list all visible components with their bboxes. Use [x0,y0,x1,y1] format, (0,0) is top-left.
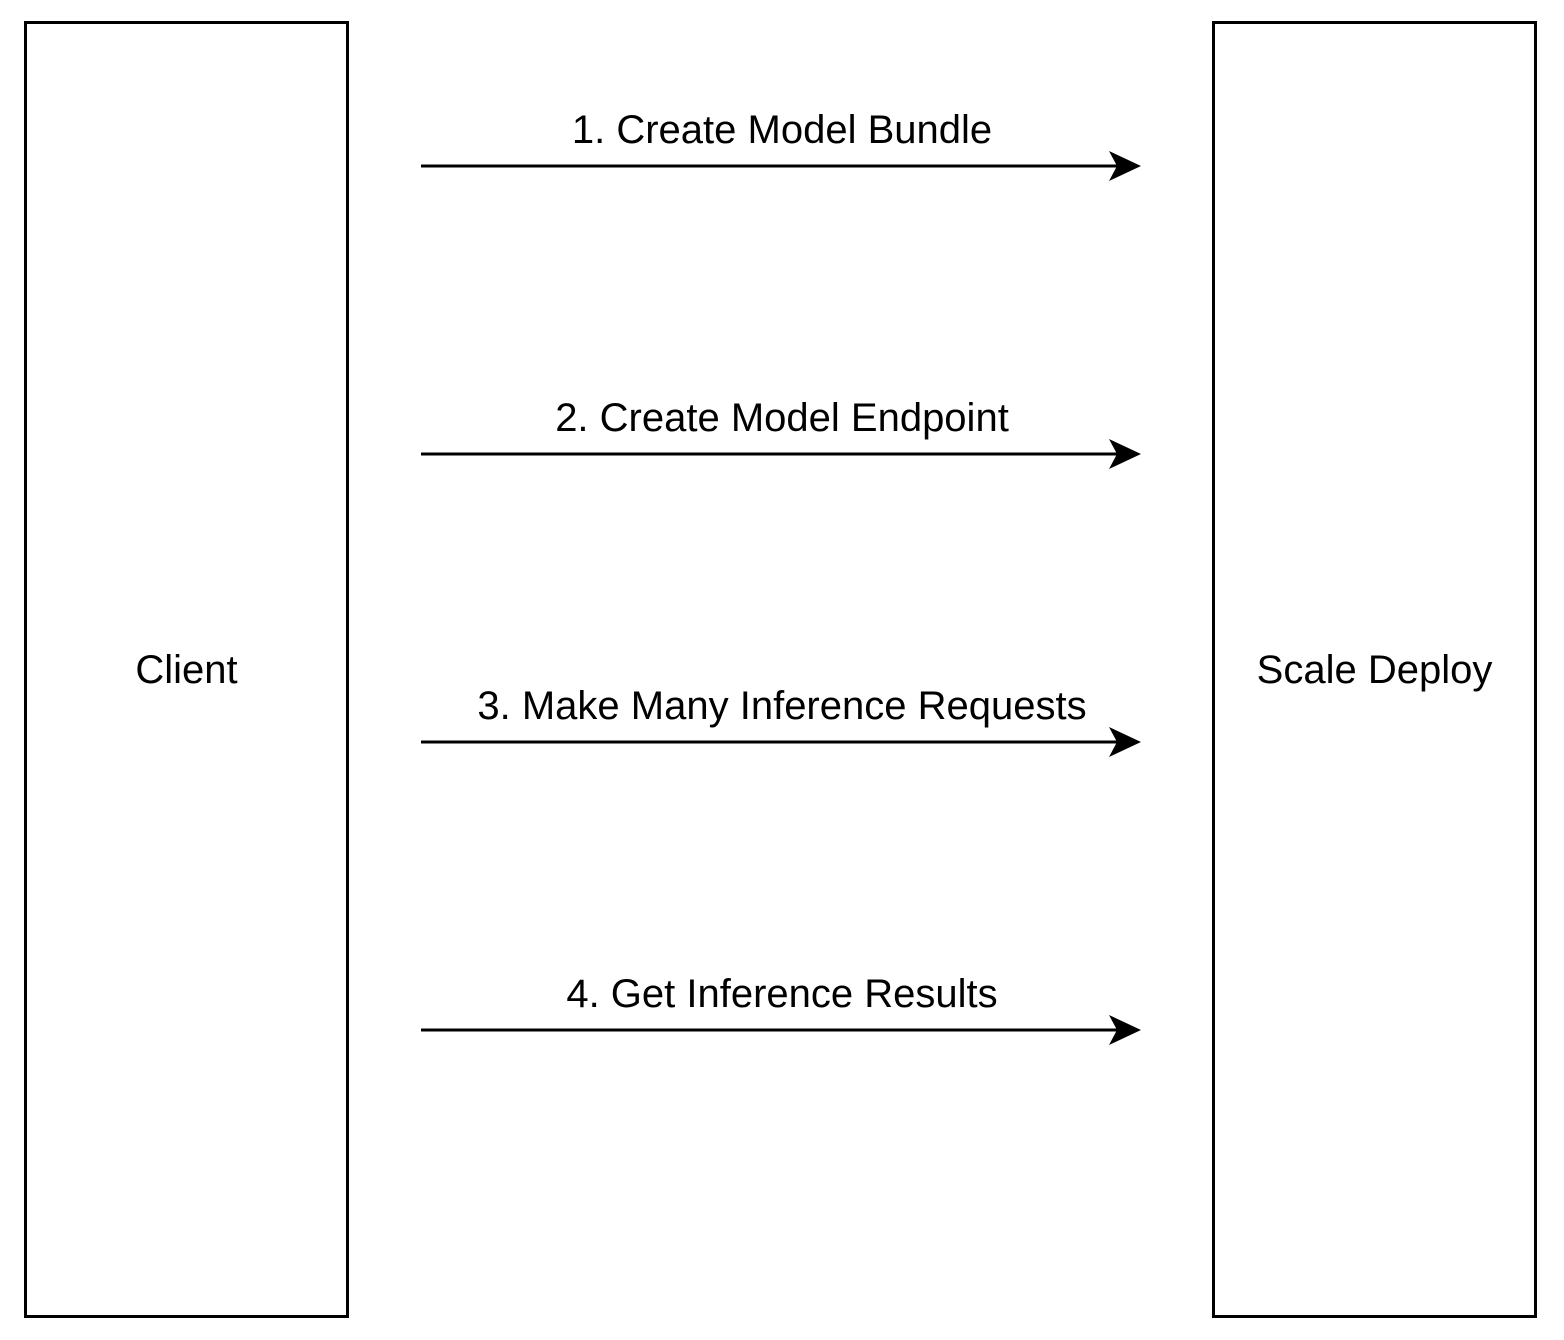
client-label: Client [135,647,238,692]
step-2-label: 2. Create Model Endpoint [555,396,1009,440]
step-1-message: 1. Create Model Bundle [421,108,1143,181]
scale-deploy-label: Scale Deploy [1256,647,1493,692]
step-3-arrow [421,727,1141,757]
step-4-label: 4. Get Inference Results [566,972,998,1016]
step-2-message: 2. Create Model Endpoint [421,396,1143,469]
step-1-arrow [421,151,1141,181]
step-1-label: 1. Create Model Bundle [571,108,993,152]
client-box: Client [24,21,349,1318]
scale-deploy-box: Scale Deploy [1212,21,1537,1318]
step-4-arrow [421,1015,1141,1045]
step-3-label: 3. Make Many Inference Requests [477,684,1087,728]
step-4-message: 4. Get Inference Results [421,972,1143,1045]
step-3-message: 3. Make Many Inference Requests [421,684,1143,757]
step-2-arrow [421,439,1141,469]
